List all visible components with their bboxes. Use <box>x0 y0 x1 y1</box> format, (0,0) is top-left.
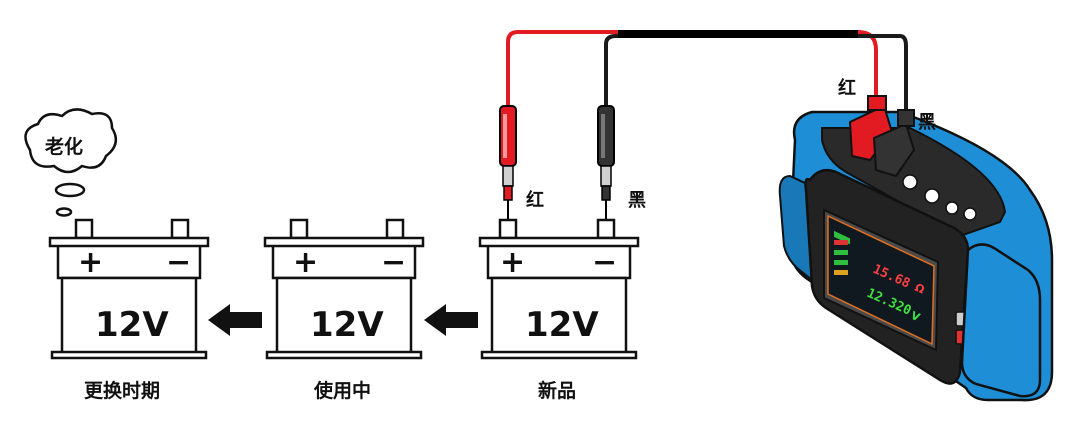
battery-negative: − <box>381 245 406 280</box>
bubble-text: 老化 <box>45 135 83 158</box>
tester-screen <box>827 214 935 346</box>
black-clip <box>872 109 916 178</box>
black-probe-label: 黑 <box>628 190 646 211</box>
battery-voltage: 12V <box>525 305 599 345</box>
battery-voltage: 12V <box>310 305 384 345</box>
port-icon <box>963 207 977 221</box>
battery-positive: + <box>500 245 525 280</box>
arrow-left-icon <box>424 304 478 336</box>
battery-negative: − <box>592 245 617 280</box>
battery-negative: − <box>166 245 191 280</box>
screen-indicator <box>834 250 848 255</box>
battery-label-in-use: 使用中 <box>313 379 371 402</box>
battery-aging: + − 12V <box>48 218 210 360</box>
screen-indicator <box>834 270 848 275</box>
arrow-left-icon <box>208 304 262 336</box>
tester-red-label: 红 <box>838 77 856 99</box>
black-lead-cable <box>604 34 908 110</box>
screen-indicator <box>834 240 848 245</box>
test-leads <box>506 30 908 110</box>
tester-black-label: 黑 <box>918 112 936 133</box>
red-probe <box>499 105 517 222</box>
red-lead-cable <box>506 30 878 108</box>
battery-in-use: + − 12V <box>263 218 425 360</box>
black-probe <box>597 105 615 222</box>
battery-label-new: 新品 <box>538 379 576 402</box>
port-icon <box>902 174 918 190</box>
port-icon <box>924 188 940 204</box>
battery-tester: 15.68 Ω 12.320 V 红 黑 <box>778 77 1054 402</box>
red-probe-label: 红 <box>526 189 544 211</box>
screen-indicator <box>834 260 848 265</box>
battery-voltage: 12V <box>95 305 169 345</box>
port-icon <box>945 201 959 215</box>
battery-positive: + <box>78 245 103 280</box>
battery-label-aging: 更换时期 <box>84 379 160 402</box>
battery-new: + − 12V <box>478 218 640 360</box>
battery-positive: + <box>293 245 318 280</box>
thought-bubble: 老化 <box>24 108 118 217</box>
